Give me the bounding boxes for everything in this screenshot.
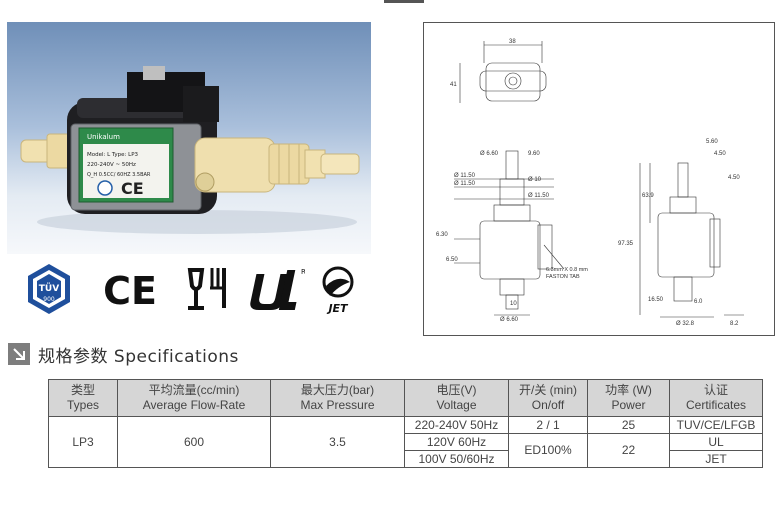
- product-photo: Unikalum Model: L Type: LP3 220-240V ~ 5…: [7, 22, 371, 254]
- technical-drawing: 38 41 Ø 6.60 9.60 Ø 11.50 Ø 11.50 Ø 10 Ø…: [423, 22, 775, 336]
- dim-32-8: Ø 32.8: [676, 321, 695, 327]
- dim-11-50-b: Ø 11.50: [454, 181, 476, 187]
- dim-38: 38: [509, 39, 516, 45]
- dim-9-60: 9.60: [528, 151, 540, 157]
- cell-voltage: 220-240V 50Hz: [404, 416, 509, 434]
- faston-tab-size: 6.3mm X 0.8 mm: [546, 267, 588, 273]
- cell-certificates: UL: [669, 433, 763, 451]
- cell-on-off: 2 / 1: [508, 416, 588, 434]
- cell-max-pressure: 3.5: [270, 416, 405, 468]
- specifications-title: 规格参数 Specifications: [38, 346, 239, 367]
- arrow-down-right-icon: [8, 343, 30, 365]
- ce-logo-icon: CE: [103, 269, 157, 313]
- dim-41: 41: [450, 82, 457, 88]
- cell-type: LP3: [48, 416, 118, 468]
- faston-tab-label: FASTON TAB: [546, 274, 580, 280]
- certification-logos: TÜV 900 CE R JET: [20, 262, 370, 318]
- ce-logo-text: CE: [103, 269, 157, 313]
- dim-6-60-bottom: Ø 6.60: [500, 317, 519, 323]
- ul-registered-mark: R: [301, 268, 305, 276]
- dim-8-2: 8.2: [730, 321, 739, 327]
- label-ce-mark: CE: [121, 179, 144, 198]
- dim-4-50-a: 4.50: [714, 151, 726, 157]
- dim-63-9: 63.9: [642, 193, 654, 199]
- label-model: Model: L Type: LP3: [87, 152, 139, 158]
- dim-10: Ø 10: [528, 177, 542, 183]
- table-row: 100V 50/60Hz JET: [49, 450, 763, 468]
- cell-power: 25: [587, 416, 670, 434]
- header-max-pressure: 最大压力(bar)Max Pressure: [270, 379, 405, 417]
- header-power: 功率 (W)Power: [587, 379, 670, 417]
- tuv-logo-icon: TÜV 900: [28, 264, 70, 314]
- dim-5-60: 5.60: [706, 139, 718, 145]
- tuv-logo-text: TÜV: [39, 283, 59, 294]
- dim-6-60-top: Ø 6.60: [480, 151, 499, 157]
- dimension-drawing: 38 41 Ø 6.60 9.60 Ø 11.50 Ø 11.50 Ø 10 Ø…: [436, 39, 744, 327]
- top-view: [459, 41, 547, 103]
- ul-logo-icon: R: [250, 268, 305, 310]
- cell-power: 22: [587, 433, 670, 468]
- dim-6-50: 6.50: [446, 257, 458, 263]
- front-view: [454, 150, 565, 316]
- jet-logo-icon: JET: [322, 266, 354, 315]
- cell-flow-rate: 600: [117, 416, 271, 468]
- pump-illustration: Unikalum Model: L Type: LP3 220-240V ~ 5…: [20, 66, 360, 234]
- dim-16-50: 16.50: [648, 297, 664, 303]
- cell-certificates: JET: [669, 450, 763, 468]
- header-voltage: 电压(V)Voltage: [404, 379, 509, 417]
- label-brand: Unikalum: [87, 133, 120, 141]
- dim-10-bottom: 10: [510, 301, 517, 307]
- food-safe-logo-icon: [187, 268, 226, 310]
- cell-on-off: ED100%: [508, 433, 588, 468]
- specifications-heading: 规格参数 Specifications: [8, 341, 239, 367]
- dim-11-50-a: Ø 11.50: [454, 173, 476, 179]
- dim-6-30: 6.30: [436, 232, 448, 238]
- cell-certificates: TUV/CE/LFGB: [669, 416, 763, 434]
- tuv-logo-number: 900: [43, 296, 55, 303]
- side-view: [639, 162, 744, 318]
- header-on-off: 开/关 (min)On/off: [508, 379, 588, 417]
- dim-11-50-c: Ø 11.50: [528, 193, 550, 199]
- header-flow-rate: 平均流量(cc/min)Average Flow-Rate: [117, 379, 271, 417]
- label-spec: Q_H 0.5CC/ 60HZ 3.5BAR: [87, 172, 151, 178]
- top-rule: [384, 0, 424, 3]
- table-row: LP3 600 3.5 220-240V 50Hz 2 / 1 25 TUV/C…: [48, 416, 763, 468]
- jet-logo-text: JET: [326, 302, 349, 315]
- cell-voltage: 100V 50/60Hz: [404, 450, 509, 468]
- dim-4-50-b: 4.50: [728, 175, 740, 181]
- cell-voltage: 120V 60Hz: [404, 433, 509, 451]
- label-voltage: 220-240V ~ 50Hz: [87, 162, 136, 168]
- dim-6-0: 6.0: [694, 299, 703, 305]
- dim-97-35: 97.35: [618, 241, 634, 247]
